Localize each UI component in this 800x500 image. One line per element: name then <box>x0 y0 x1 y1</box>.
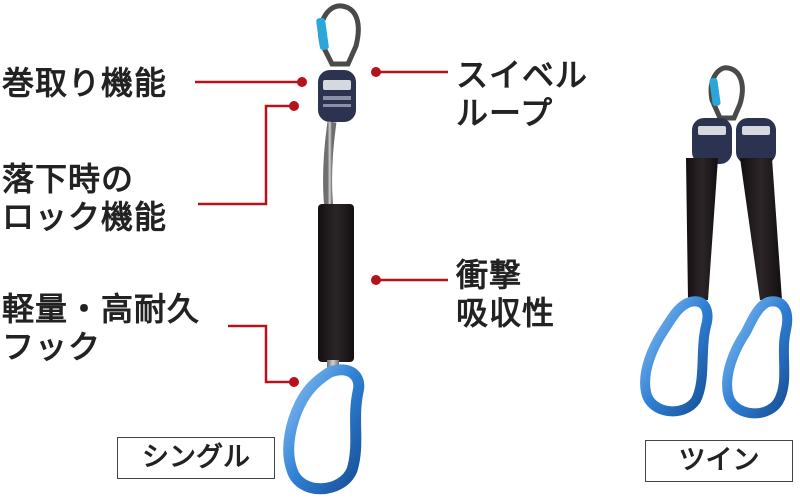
twin-housing-right <box>736 118 776 164</box>
feature-shock-line-2: 吸収性 <box>456 294 556 332</box>
feature-hook-line-2: フック <box>2 328 102 366</box>
single-housing <box>318 70 356 122</box>
feature-swivel-line-1: スイベル <box>456 56 589 94</box>
single-top-carabiner <box>316 3 361 67</box>
dot-swivel <box>371 67 381 77</box>
dot-fall-lock <box>289 101 299 111</box>
single-shock-sleeve <box>318 204 354 362</box>
variant-twin-caption: ツイン <box>645 440 793 482</box>
twin-top-carabiner <box>708 65 745 121</box>
single-lanyard-illustration <box>283 3 365 495</box>
dot-hook <box>289 377 299 387</box>
twin-housing-left <box>692 118 732 164</box>
feature-fall-lock-label: 落下時の ロック機能 <box>2 160 167 236</box>
dot-retraction <box>297 77 307 87</box>
feature-shock-line-1: 衝撃 <box>456 256 523 294</box>
twin-hook-right <box>722 296 793 419</box>
feature-swivel-line-2: ループ <box>456 94 554 132</box>
feature-retraction-text: 巻取り機能 <box>2 64 168 102</box>
single-hook <box>283 364 365 495</box>
dot-shock <box>371 275 381 285</box>
twin-sleeve-left <box>686 158 718 300</box>
twin-hook-left <box>640 296 713 417</box>
leader-dots <box>289 67 381 387</box>
variant-single-caption: シングル <box>117 437 275 479</box>
feature-retraction-label: 巻取り機能 <box>2 64 167 102</box>
twin-sleeve-right <box>740 158 782 300</box>
leader-hook <box>228 324 294 384</box>
feature-fall-lock-line-1: 落下時の <box>2 160 135 198</box>
feature-fall-lock-line-2: ロック機能 <box>2 198 168 236</box>
feature-shock-label: 衝撃 吸収性 <box>456 256 555 332</box>
single-cable <box>323 121 337 211</box>
feature-hook-label: 軽量・高耐久 フック <box>2 290 200 366</box>
leader-lines <box>195 70 448 384</box>
leader-fall-lock <box>198 104 294 206</box>
feature-swivel-label: スイベル ループ <box>456 56 588 132</box>
feature-hook-line-1: 軽量・高耐久 <box>2 290 201 328</box>
twin-lanyard-illustration <box>640 65 793 419</box>
